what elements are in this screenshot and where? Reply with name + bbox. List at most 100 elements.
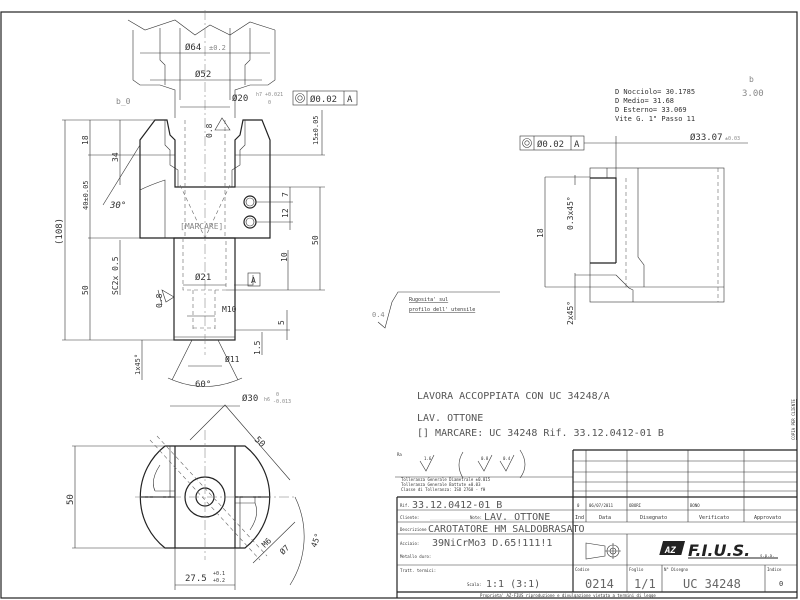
svg-text:Ø11: Ø11: [225, 354, 240, 364]
svg-text:Data: Data: [599, 515, 611, 521]
dim-d20: Ø20: [232, 93, 248, 104]
datum-a-box: [247, 272, 261, 287]
svg-text:A: A: [347, 95, 353, 105]
thread-detail-view: D Nocciolo= 30.1785 D Medio= 31.68 D Est…: [519, 75, 764, 325]
svg-text:(108): (108): [55, 218, 65, 245]
main-section-view: Ø64 ±0.2 Ø52 Ø20 h7 +0.021 0 b_0 0.8 Ø0.…: [55, 10, 358, 407]
svg-text:D Nocciolo= 30.1785: D Nocciolo= 30.1785: [615, 88, 695, 96]
svg-text:Rif.: Rif.: [400, 503, 410, 508]
concentricity-icon: [522, 138, 532, 148]
top-view-labels: Ø64 ±0.2 Ø52 Ø20 h7 +0.021 0 b_0 0.8 Ø0.…: [55, 42, 358, 405]
svg-text:06/07/2011: 06/07/2011: [589, 503, 614, 508]
svg-text:Cliente:: Cliente:: [400, 515, 419, 520]
svg-text:D Medio= 31.68: D Medio= 31.68: [615, 97, 674, 105]
svg-text:-0.013: -0.013: [273, 399, 291, 405]
svg-text:Tolleranza Generale Battute ±0: Tolleranza Generale Battute ±0.03: [401, 482, 481, 487]
title-block: Ra 1.6 0.8 0.4 Tolleranza Generale Diame…: [395, 449, 797, 598]
footer-note: Proprieta' AZ-FIUS riproduzione e divulg…: [480, 593, 656, 598]
svg-text:15±0.05: 15±0.05: [312, 115, 320, 145]
svg-text:30°: 30°: [109, 201, 126, 211]
shank: [173, 237, 236, 341]
svg-text:F.I.U.S.: F.I.U.S.: [688, 541, 750, 560]
projection-symbol-icon: [585, 542, 621, 560]
dim-d52: Ø52: [195, 69, 211, 80]
svg-text:h6: h6: [264, 397, 270, 403]
svg-text:60°: 60°: [195, 380, 211, 390]
svg-text:Scala:: Scala:: [467, 582, 481, 587]
geometric-tolerance-frame: Ø0.02 A: [292, 90, 358, 106]
svg-text:Ra: Ra: [397, 452, 402, 457]
svg-text:A: A: [251, 276, 256, 285]
svg-text:50: 50: [66, 494, 76, 505]
svg-text:Verificato: Verificato: [699, 515, 729, 521]
svg-text:Note:: Note:: [470, 515, 482, 520]
rif-value: 33.12.0412-01 B: [412, 500, 502, 511]
svg-text:Vite G. 1" Passo 11: Vite G. 1" Passo 11: [615, 115, 695, 123]
svg-text:0.8: 0.8: [481, 456, 489, 461]
svg-text:10: 10: [280, 252, 289, 262]
svg-text:3.00: 3.00: [742, 89, 764, 99]
svg-text:1.6: 1.6: [424, 456, 432, 461]
svg-text:D Esterno= 33.069: D Esterno= 33.069: [615, 106, 687, 114]
bottom-view: 50 50 M6 Ø7 45° 27.5 +0.1 +0.2: [66, 404, 323, 590]
svg-text:h7 +0.021: h7 +0.021: [256, 92, 283, 98]
svg-text:+0.2: +0.2: [213, 578, 225, 584]
svg-text:b: b: [749, 75, 754, 84]
svg-text:OBORI: OBORI: [629, 503, 642, 508]
svg-text:Codice: Codice: [575, 567, 590, 572]
svg-text:50: 50: [81, 285, 90, 295]
svg-text:40±0.05: 40±0.05: [82, 180, 90, 210]
drawing-number: UC 34248: [683, 577, 741, 591]
svg-text:0.3x45°: 0.3x45°: [566, 196, 575, 230]
svg-text:27.5: 27.5: [185, 574, 207, 584]
break-line: [127, 19, 276, 36]
scale-value: 1:1 (3:1): [486, 579, 540, 590]
svg-text:34: 34: [111, 152, 120, 162]
svg-text:Disegnato: Disegnato: [640, 515, 667, 521]
svg-text:0: 0: [577, 503, 580, 508]
svg-text:Acciaio:: Acciaio:: [400, 541, 419, 546]
svg-text:b_0: b_0: [116, 97, 131, 106]
svg-text:18: 18: [536, 228, 545, 238]
roughness-note: 0.4 Rugosita' sul profilo dell' utensile: [372, 291, 500, 329]
svg-text:50: 50: [311, 235, 320, 245]
svg-text:SC2x 0.5: SC2x 0.5: [111, 256, 120, 295]
svg-text:LAV. OTTONE: LAV. OTTONE: [484, 512, 550, 523]
svg-text:[] MARCARE: UC 34248 Rif. 33.1: [] MARCARE: UC 34248 Rif. 33.12.0412-01 …: [417, 428, 664, 439]
svg-text:Tratt. termici:: Tratt. termici:: [400, 568, 436, 573]
svg-text:0: 0: [779, 580, 783, 588]
concentricity-icon: [295, 93, 305, 103]
svg-text:Indice: Indice: [767, 567, 782, 572]
svg-text:Approvato: Approvato: [754, 515, 781, 521]
svg-text:18: 18: [81, 135, 90, 145]
svg-text:1x45°: 1x45°: [134, 354, 142, 375]
svg-text:0: 0: [276, 392, 279, 398]
svg-text:0.8: 0.8: [205, 123, 214, 138]
svg-text:Rugosita' sul: Rugosita' sul: [409, 297, 448, 303]
svg-text:7: 7: [281, 192, 290, 197]
svg-text:Descrizione: Descrizione: [400, 527, 427, 532]
svg-text:39NiCrMo3 D.65!111!1: 39NiCrMo3 D.65!111!1: [432, 538, 552, 549]
svg-text:[MARCARE]: [MARCARE]: [180, 222, 223, 231]
svg-text:Ind: Ind: [575, 515, 584, 521]
svg-text:0: 0: [268, 100, 271, 106]
codice-value: 0214: [585, 577, 614, 591]
svg-text:Classe di Tolleranza: ISO 2768: Classe di Tolleranza: ISO 2768 - fH: [401, 487, 486, 492]
svg-text:Foglio: Foglio: [629, 567, 644, 572]
svg-text:0.4: 0.4: [503, 456, 511, 461]
svg-text:AZ: AZ: [664, 546, 676, 556]
side-stamp: COPIA PER CLIENTE: [791, 398, 796, 440]
svg-text:M10: M10: [222, 305, 237, 314]
description-value: CAROTATORE HM SALDOBRASATO: [428, 524, 585, 535]
dim-d21: Ø21: [195, 272, 211, 283]
svg-text:±0.03: ±0.03: [725, 136, 740, 142]
svg-text:BONO: BONO: [690, 503, 700, 508]
svg-text:LAV. OTTONE: LAV. OTTONE: [417, 413, 483, 424]
svg-text:5: 5: [277, 320, 286, 325]
svg-text:2x45°: 2x45°: [566, 301, 575, 325]
svg-text:1/1: 1/1: [634, 577, 656, 591]
svg-text:+0.1: +0.1: [213, 571, 225, 577]
svg-text:Ø0.02: Ø0.02: [537, 139, 564, 150]
plan-outline: [139, 445, 271, 549]
